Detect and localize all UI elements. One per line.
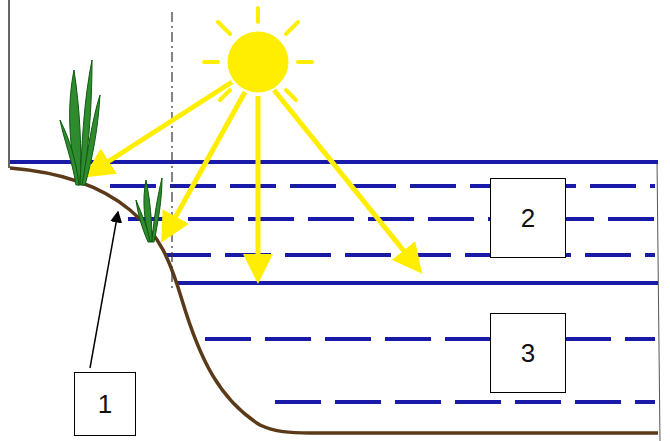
callout-box: 2	[490, 178, 566, 258]
callout-box: 1	[74, 372, 136, 436]
callout-number: 2	[521, 204, 535, 233]
callout-number: 3	[521, 339, 535, 368]
callout-box: 3	[490, 313, 566, 393]
callout-number: 1	[98, 390, 112, 419]
